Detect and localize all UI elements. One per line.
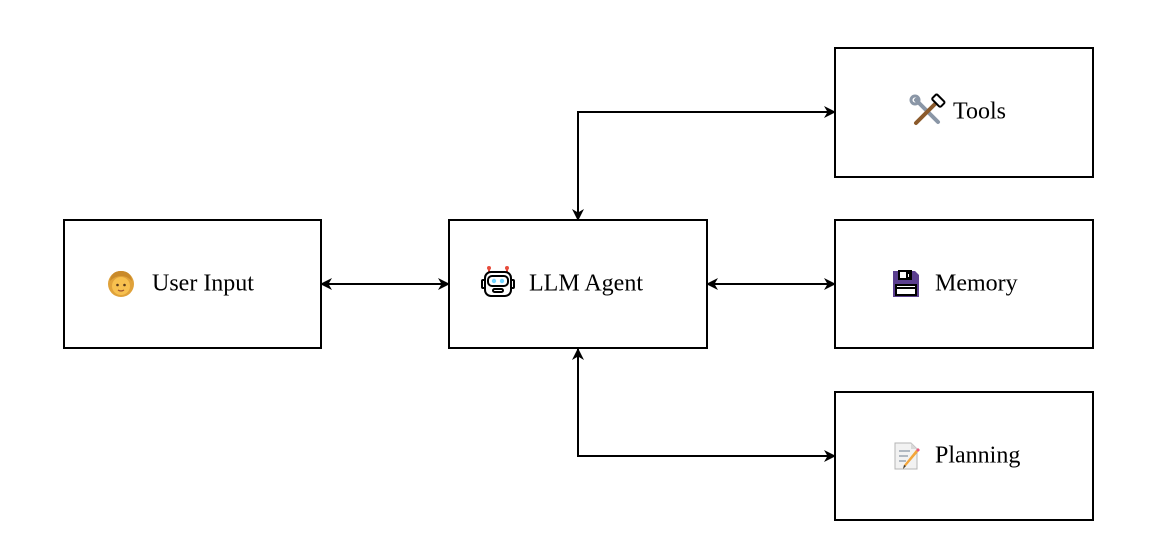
node-tools: Tools — [834, 47, 1094, 178]
node-tools-label: Tools — [953, 99, 1006, 125]
node-user-input: User Input — [63, 219, 322, 349]
node-llm-agent-label: LLM Agent — [529, 271, 643, 297]
node-llm-agent: LLM Agent — [448, 219, 708, 349]
floppy-disk-icon — [893, 270, 919, 297]
edge-agent-tools — [572, 106, 836, 221]
hammer-wrench-icon — [909, 93, 946, 125]
node-planning-label: Planning — [935, 443, 1020, 469]
node-memory: Memory — [834, 219, 1094, 349]
node-memory-label: Memory — [935, 271, 1018, 297]
person-icon — [108, 271, 134, 297]
memo-pencil-icon — [894, 442, 920, 470]
node-user-input-label: User Input — [152, 271, 254, 297]
robot-icon — [481, 266, 515, 297]
node-planning: Planning — [834, 391, 1094, 521]
edge-agent-planning — [572, 348, 836, 462]
